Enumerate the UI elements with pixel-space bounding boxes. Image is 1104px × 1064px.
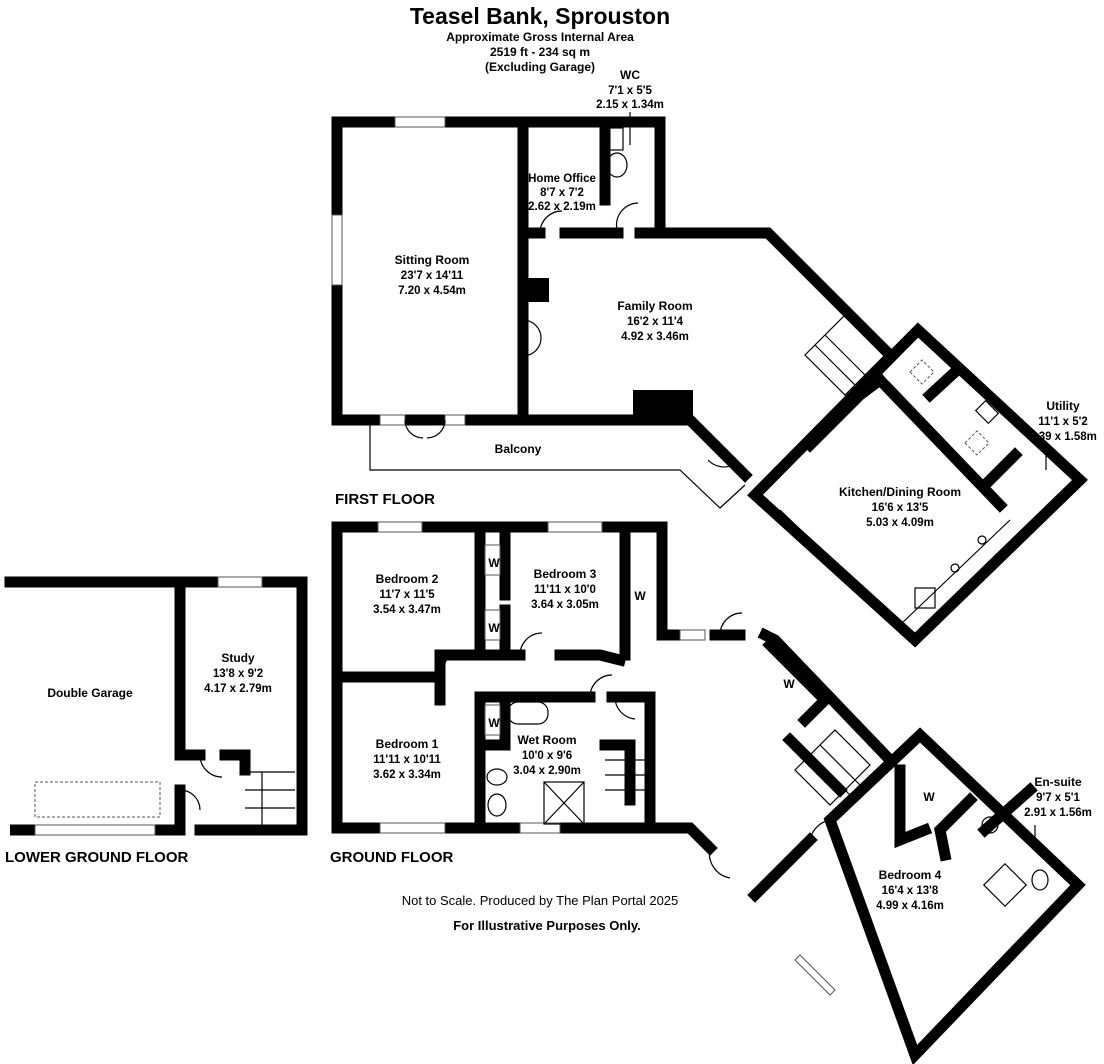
window xyxy=(394,116,446,128)
room-metric: 4.92 x 3.46m xyxy=(621,331,689,343)
stairs xyxy=(794,729,871,806)
wardrobe xyxy=(484,609,501,641)
room-metric: 2.62 x 2.19m xyxy=(528,201,596,213)
room-metric: 3.62 x 3.34m xyxy=(373,769,441,781)
room-name: Bedroom 3 xyxy=(534,567,597,581)
room-imperial: 9'7 x 5'1 xyxy=(1036,792,1080,804)
credit-text: Not to Scale. Produced by The Plan Porta… xyxy=(402,893,679,908)
window xyxy=(547,521,603,533)
room-name: Bedroom 1 xyxy=(376,737,439,751)
first-floor-plan xyxy=(331,116,1088,648)
window xyxy=(331,214,343,286)
room-metric: 5.03 x 4.09m xyxy=(866,517,934,529)
car-space xyxy=(34,781,161,818)
appliance-space xyxy=(909,359,935,385)
room-name: Home Office xyxy=(528,173,596,185)
stairs xyxy=(804,314,886,396)
wardrobe-label: W xyxy=(488,556,500,570)
shower-tray-icon xyxy=(982,862,1028,908)
ground-floor-labels: Bedroom 2 11'7 x 11'5 3.54 x 3.47m Bedro… xyxy=(330,556,1092,912)
room-metric: 2.91 x 1.56m xyxy=(1024,807,1092,819)
wardrobe-label: W xyxy=(923,790,935,804)
window xyxy=(379,822,446,834)
chimney-breast xyxy=(633,390,693,422)
basin-icon xyxy=(981,816,999,834)
room-metric: 3.64 x 3.05m xyxy=(531,599,599,611)
room-metric: 3.39 x 1.58m xyxy=(1029,431,1097,443)
wardrobe-label: W xyxy=(488,716,500,730)
window xyxy=(519,822,561,834)
room-imperial: 10'0 x 9'6 xyxy=(522,750,572,762)
wardrobe xyxy=(484,544,501,576)
wardrobe xyxy=(484,704,501,736)
room-name: Kitchen/Dining Room xyxy=(839,485,961,499)
room-imperial: 16'6 x 13'5 xyxy=(872,502,929,514)
room-name: Double Garage xyxy=(47,686,133,700)
room-name: Balcony xyxy=(495,442,542,456)
room-imperial: 16'2 x 11'4 xyxy=(627,316,684,328)
window xyxy=(794,954,836,996)
room-name: Utility xyxy=(1046,399,1080,413)
floor-label-ground: GROUND FLOOR xyxy=(330,849,453,866)
hob-icon xyxy=(914,587,936,609)
room-name: Bedroom 4 xyxy=(879,868,942,882)
bath-icon xyxy=(507,701,549,725)
room-metric: 7.20 x 4.54m xyxy=(398,285,466,297)
room-imperial: 8'7 x 7'2 xyxy=(540,187,584,199)
room-imperial: 11'11 x 10'11 xyxy=(373,754,441,766)
room-metric: 4.99 x 4.16m xyxy=(876,900,944,912)
window xyxy=(34,824,156,836)
room-name: Sitting Room xyxy=(395,253,470,267)
shower-tray-icon xyxy=(543,781,585,825)
room-metric: 4.17 x 2.79m xyxy=(204,683,272,695)
appliance-space xyxy=(964,430,990,456)
room-name: Bedroom 2 xyxy=(376,572,439,586)
lower-ground-labels: Double Garage Study 13'8 x 9'2 4.17 x 2.… xyxy=(5,651,272,866)
toilet-icon xyxy=(606,127,624,151)
room-name: Wet Room xyxy=(517,733,576,747)
window xyxy=(377,521,423,533)
room-name: WC xyxy=(620,68,640,82)
room-metric: 2.15 x 1.34m xyxy=(596,99,664,111)
wardrobe-label: W xyxy=(488,621,500,635)
room-imperial: 13'8 x 9'2 xyxy=(213,668,263,680)
wardrobe-label: W xyxy=(783,677,795,691)
room-imperial: 7'1 x 5'5 xyxy=(608,85,652,97)
ground-floor-plan xyxy=(331,521,1086,1064)
window xyxy=(679,629,706,641)
toilet-icon xyxy=(486,768,508,786)
room-imperial: 16'4 x 13'8 xyxy=(882,885,939,897)
area-label: Approximate Gross Internal Area xyxy=(446,30,634,44)
wardrobe-label: W xyxy=(634,589,646,603)
window xyxy=(379,414,406,426)
basin-icon xyxy=(487,793,507,817)
room-metric: 3.54 x 3.47m xyxy=(373,604,441,616)
room-name: En-suite xyxy=(1034,775,1082,789)
room-metric: 3.04 x 2.90m xyxy=(513,765,581,777)
room-imperial: 11'11 x 10'0 xyxy=(534,584,596,596)
window xyxy=(444,414,466,426)
chimney-breast xyxy=(527,278,549,302)
room-imperial: 11'1 x 5'2 xyxy=(1038,416,1088,428)
floor-label-lower-ground: LOWER GROUND FLOOR xyxy=(5,849,188,866)
room-imperial: 23'7 x 14'11 xyxy=(401,270,464,282)
area-value: 2519 ft - 234 sq m xyxy=(490,45,590,59)
stairs xyxy=(245,771,295,825)
room-name: Study xyxy=(221,651,255,665)
toilet-icon xyxy=(1031,869,1049,891)
area-note: (Excluding Garage) xyxy=(485,60,595,74)
plan-title: Teasel Bank, Sprouston xyxy=(410,3,670,29)
stairs xyxy=(600,744,645,791)
window xyxy=(217,576,263,588)
sink-icon xyxy=(974,399,1000,425)
room-name: Family Room xyxy=(617,299,692,313)
lower-ground-floor-plan xyxy=(4,576,308,836)
room-imperial: 11'7 x 11'5 xyxy=(379,589,435,601)
first-floor-labels: WC 7'1 x 5'5 2.15 x 1.34m Home Office 8'… xyxy=(335,68,1097,529)
basin-icon xyxy=(606,152,628,178)
disclaimer-text: For Illustrative Purposes Only. xyxy=(453,918,641,933)
floor-label-first: FIRST FLOOR xyxy=(335,491,435,508)
